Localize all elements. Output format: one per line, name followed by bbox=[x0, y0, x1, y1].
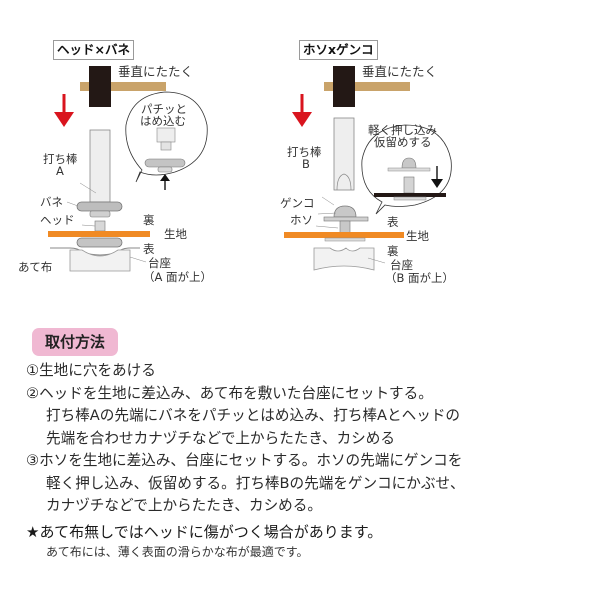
step-1-line-1: ①生地に穴をあける bbox=[26, 362, 156, 379]
panel-b-rod-label: 打ち棒 bbox=[287, 145, 322, 159]
base-a bbox=[69, 249, 131, 272]
panel-a-rod-letter: A bbox=[56, 164, 64, 178]
panel-a-callout-line1: パチッと bbox=[141, 102, 187, 116]
step-2-line-2: 打ち棒Aの先端にバネをパチッとはめ込み、打ち棒Aとヘッドの bbox=[46, 407, 461, 424]
panel-b-callout-line1: 軽く押し込み bbox=[368, 123, 437, 137]
panel-a-spring-label: バネ bbox=[40, 195, 63, 209]
panel-b-base-label: 台座 bbox=[390, 258, 413, 272]
hammer-head-a bbox=[89, 66, 111, 107]
step-2-line-1: ②ヘッドを生地に差込み、あて布を敷いた台座にセットする。 bbox=[26, 384, 433, 402]
howto-steps: ①生地に穴をあける ②ヘッドを生地に差込み、あて布を敷いた台座にセットする。 打… bbox=[26, 360, 586, 561]
panel-a-base-label: 台座 bbox=[148, 256, 171, 270]
panel-b-genko-label: ゲンコ bbox=[280, 196, 315, 210]
step-3-line-2: 軽く押し込み、仮留めする。打ち棒Bの先端をゲンコにかぶせ、 bbox=[46, 474, 465, 492]
fabric-b bbox=[284, 232, 404, 238]
panel-a-front-label: 表 bbox=[143, 242, 155, 256]
panel-a-callout-line2: はめ込む bbox=[140, 114, 186, 128]
panel-a-title: ヘッド×バネ bbox=[53, 40, 134, 60]
panel-b-back-label: 裏 bbox=[387, 244, 399, 258]
panel-a-fabric-label: 生地 bbox=[164, 227, 187, 241]
step-3-line-3: カナヅチなどで上からたたき、カシめる。 bbox=[46, 497, 322, 514]
panel-a-base-note: （A 面が上） bbox=[143, 270, 213, 284]
hammer-handle-b bbox=[324, 82, 410, 91]
panel-a-head-label: ヘッド bbox=[40, 213, 75, 227]
panel-b-front-label: 表 bbox=[387, 215, 399, 229]
down-arrow-icon-a bbox=[54, 94, 74, 127]
panel-a-drawing bbox=[48, 66, 208, 272]
step-3-line-1: ③ホソを生地に差込み、台座にセットする。ホソの先端にゲンコを bbox=[26, 452, 463, 469]
panel-b-fabric-label: 生地 bbox=[406, 229, 429, 243]
step-2-line-3: 先端を合わせカナヅチなどで上からたたき、カシめる bbox=[46, 429, 395, 447]
panel-a-back-label: 裏 bbox=[143, 213, 155, 227]
warning-note: ★あて布無しではヘッドに傷がつく場合があります。 bbox=[26, 522, 383, 541]
rod-b bbox=[333, 117, 355, 191]
up-arrow-icon bbox=[160, 174, 170, 190]
panel-a-cloth-label: あて布 bbox=[18, 260, 53, 274]
panel-a-strike-label: 垂直にたたく bbox=[118, 64, 194, 79]
fabric-a bbox=[48, 231, 150, 237]
hammer-handle-a bbox=[80, 82, 166, 91]
down-arrow-icon-b bbox=[292, 94, 312, 127]
down-arrow-icon-callout bbox=[431, 166, 443, 188]
panel-b-hoso-label: ホソ bbox=[290, 213, 313, 227]
howto-title: 取付方法 bbox=[32, 328, 118, 356]
warning-note-sub: あて布には、薄く表面の滑らかな布が最適です。 bbox=[46, 545, 309, 559]
attachment-diagram bbox=[48, 66, 452, 272]
panel-b-drawing bbox=[284, 66, 452, 271]
panel-b-rod-letter: B bbox=[302, 157, 310, 171]
hammer-head-b bbox=[333, 66, 355, 107]
panel-b-title: ホソxゲンコ bbox=[299, 40, 378, 60]
base-b bbox=[313, 247, 375, 271]
panel-b-base-note: （B 面が上） bbox=[385, 271, 455, 285]
panel-b-callout-line2: 仮留めする bbox=[374, 135, 432, 149]
panel-a-rod-label: 打ち棒 bbox=[43, 152, 78, 166]
panel-b-strike-label: 垂直にたたく bbox=[362, 64, 438, 79]
